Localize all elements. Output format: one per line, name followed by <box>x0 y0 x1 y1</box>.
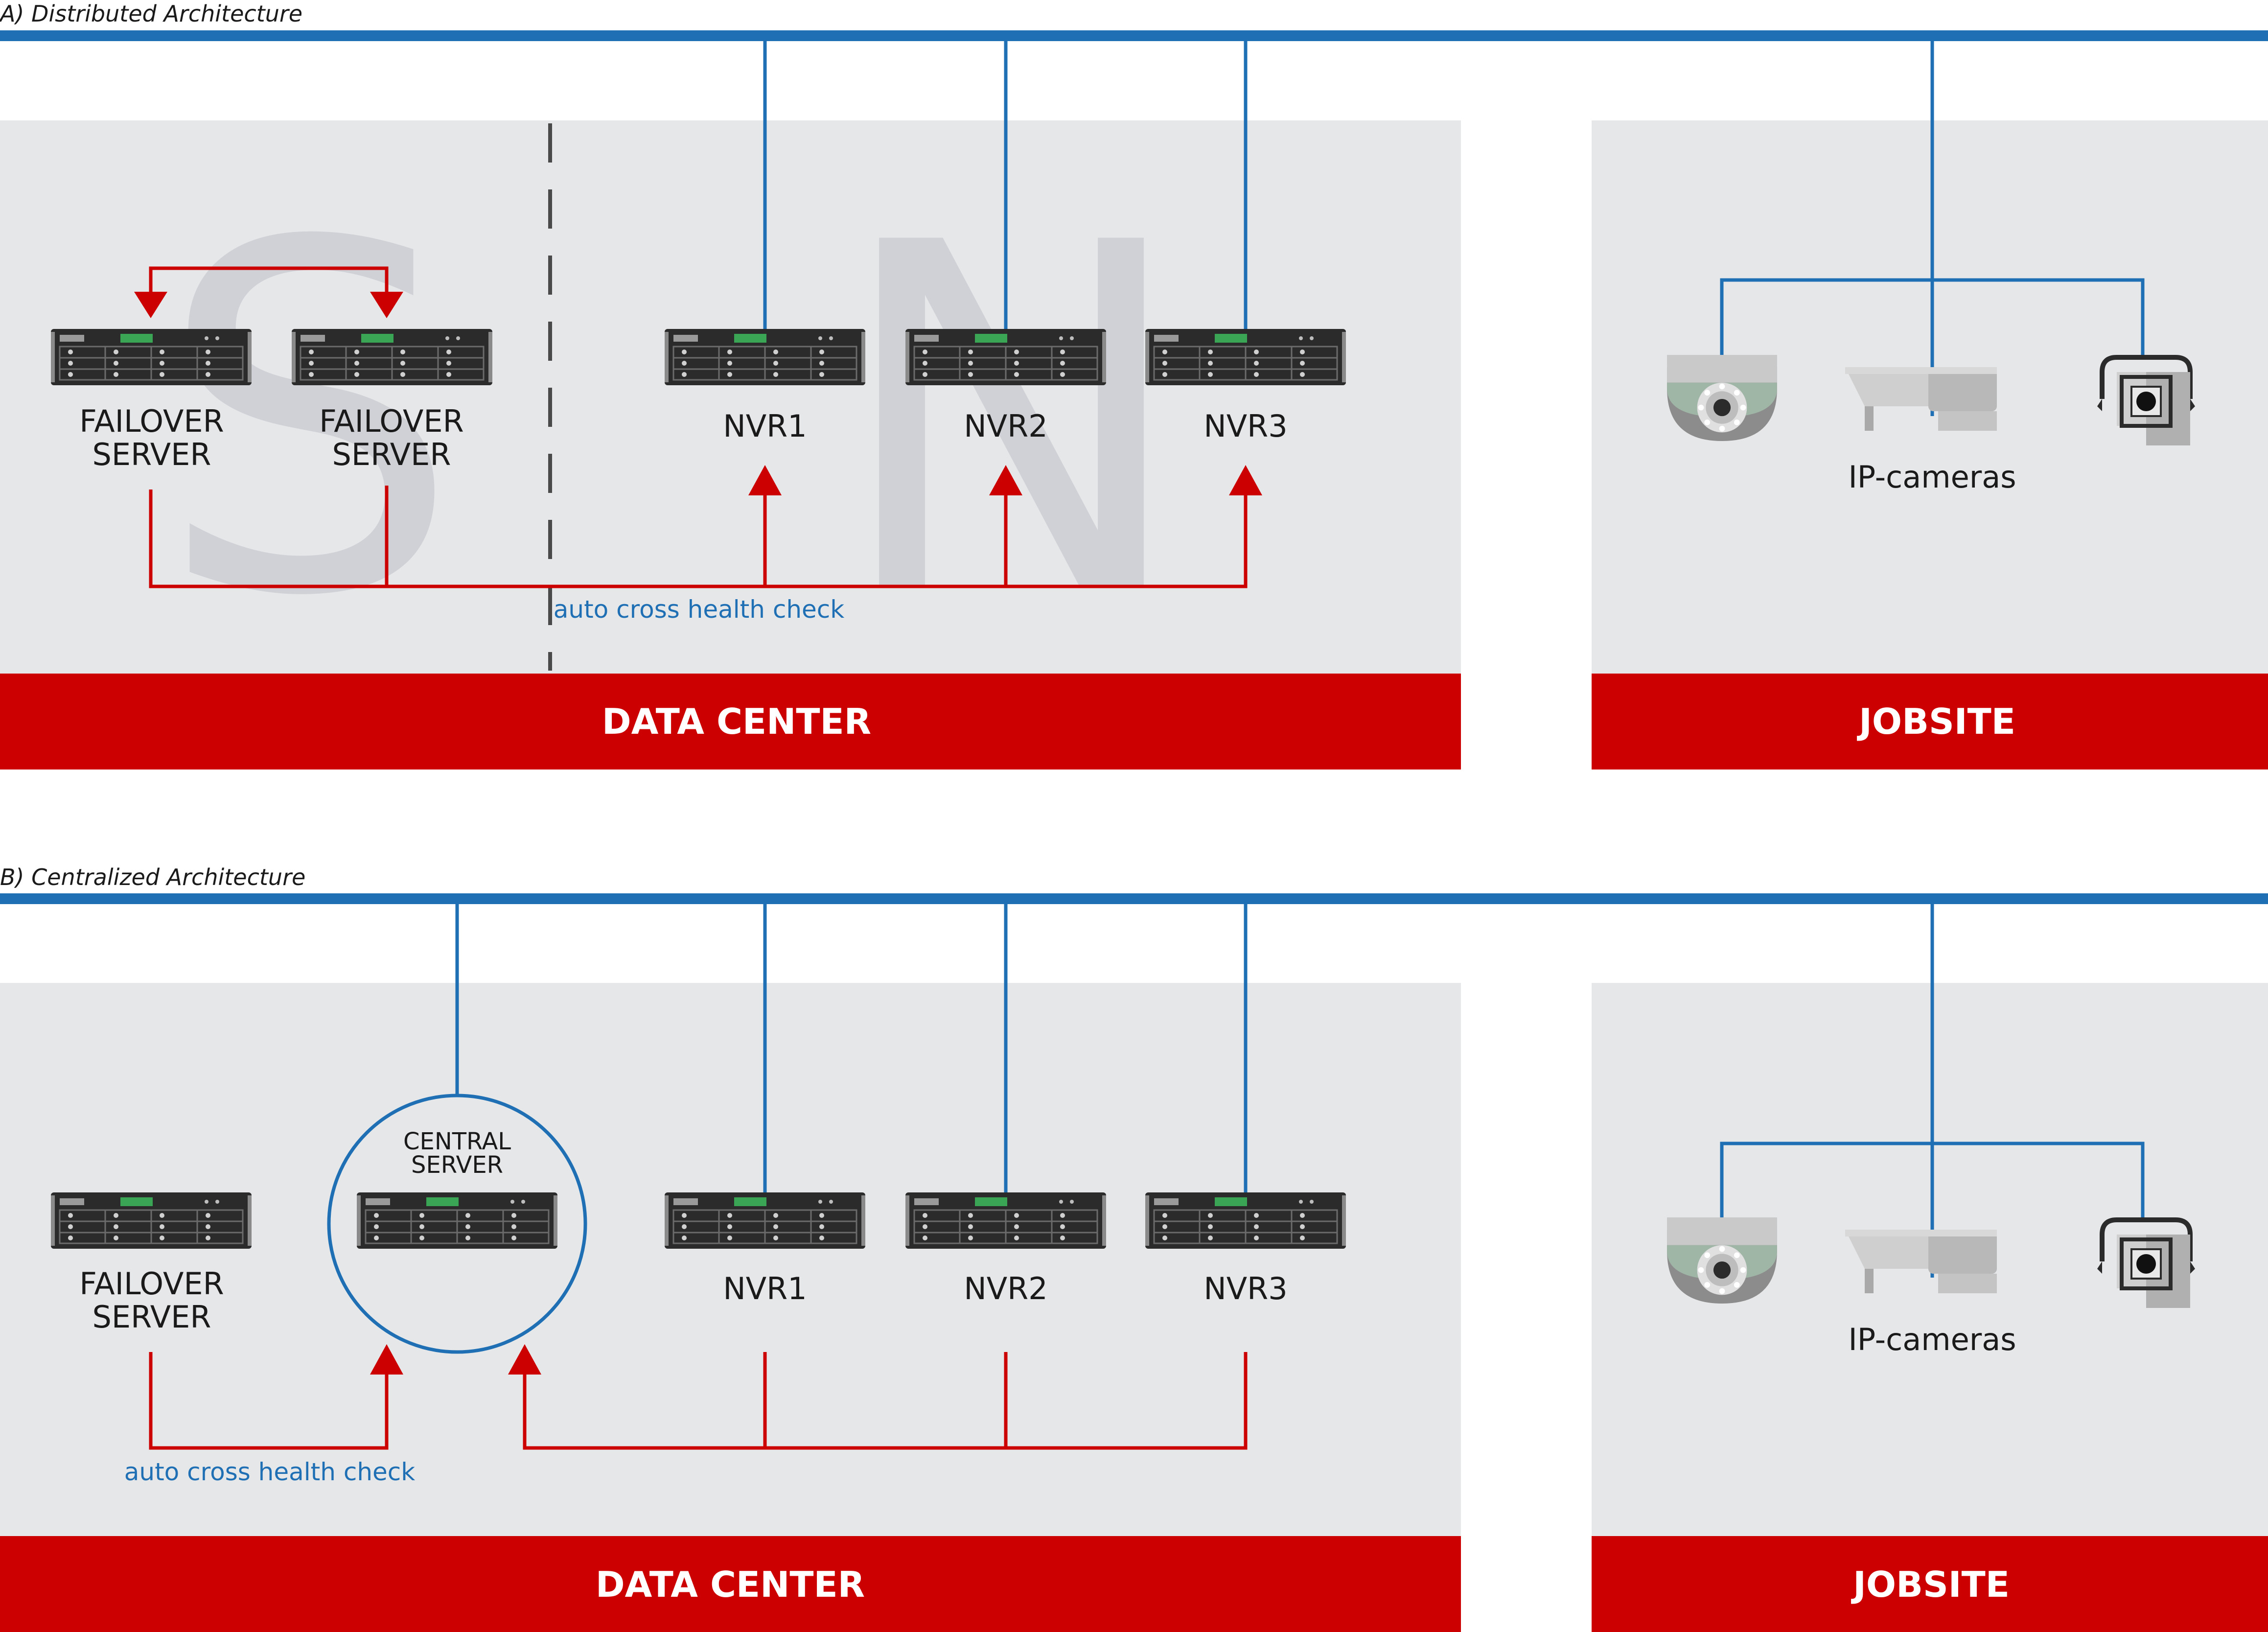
datacenter-label: DATA CENTER <box>602 701 871 742</box>
nvr3-server <box>1145 1192 1346 1249</box>
caption-distributed: A) Distributed Architecture <box>0 0 302 27</box>
nvrs-to-central-line <box>523 1352 1248 1450</box>
caption-centralized: B) Centralized Architecture <box>0 864 305 890</box>
datacenter-band <box>0 1536 1461 1632</box>
failover-label-line1: FAILOVER <box>79 1266 224 1302</box>
nvr1-label: NVR1 <box>723 408 807 444</box>
ip-cameras-label: IP-cameras <box>1848 1322 2016 1357</box>
central-label-line1: CENTRAL <box>403 1128 511 1155</box>
nvr3-label: NVR3 <box>1203 1271 1287 1306</box>
arrow-up-nvr1 <box>748 465 782 495</box>
dome-camera-icon <box>1667 355 1777 441</box>
failover-1-label-line1: FAILOVER <box>79 403 224 439</box>
watermark-letter-n: N <box>832 142 1191 701</box>
health-check-label: auto cross health check <box>554 595 845 624</box>
failover-to-central-line <box>149 1352 389 1450</box>
arrow-down-failover-2 <box>370 292 403 318</box>
network-bus <box>0 893 2268 904</box>
ip-cameras-label: IP-cameras <box>1848 459 2016 495</box>
nvr1-server <box>665 329 865 385</box>
datacenter-label: DATA CENTER <box>596 1564 865 1605</box>
nvr3-label: NVR3 <box>1203 408 1287 444</box>
datacenter-panel <box>0 983 1461 1536</box>
health-check-label: auto cross health check <box>124 1458 416 1486</box>
watermark-letter-s: S <box>157 142 461 701</box>
dome-camera-icon <box>1667 1217 1777 1304</box>
nvr1-label: NVR1 <box>723 1271 807 1306</box>
datacenter-band <box>0 674 1461 769</box>
nvr2-label: NVR2 <box>964 408 1047 444</box>
jobsite-band <box>1592 1536 2268 1632</box>
failover-2-label-line2: SERVER <box>332 437 451 472</box>
failover-label-line2: SERVER <box>93 1299 211 1335</box>
section-centralized: B) Centralized Architecture DATA CENTER … <box>0 864 2268 1632</box>
jobsite-label: JOBSITE <box>1851 1564 2010 1605</box>
datacenter-panel <box>0 120 1461 674</box>
central-server-circle <box>327 1094 587 1354</box>
nvr2-server <box>905 1192 1106 1249</box>
arrow-up-nvr2 <box>989 465 1022 495</box>
jobsite-band <box>1592 674 2268 769</box>
arrow-up-central-left <box>370 1344 403 1375</box>
central-label-line2: SERVER <box>411 1151 503 1179</box>
failover-1-label-line2: SERVER <box>93 437 211 472</box>
arrow-up-nvr3 <box>1229 465 1262 495</box>
central-server <box>357 1192 557 1249</box>
network-bus <box>0 30 2268 41</box>
section-distributed: A) Distributed Architecture S N DATA CEN… <box>0 0 2268 769</box>
arrow-down-failover-1 <box>134 292 167 318</box>
health-check-line <box>149 486 1248 588</box>
nvr1-server <box>665 1192 865 1249</box>
arrow-up-central-right <box>508 1344 541 1375</box>
failover-server <box>51 1192 252 1249</box>
nvr3-server <box>1145 329 1346 385</box>
jobsite-label: JOBSITE <box>1856 701 2015 742</box>
failover-server-2 <box>292 329 492 385</box>
nvr2-server <box>905 329 1106 385</box>
failover-2-label-line1: FAILOVER <box>319 403 463 439</box>
failover-server-1 <box>51 329 252 385</box>
failover-link-line <box>149 266 389 299</box>
nvr2-label: NVR2 <box>964 1271 1047 1306</box>
